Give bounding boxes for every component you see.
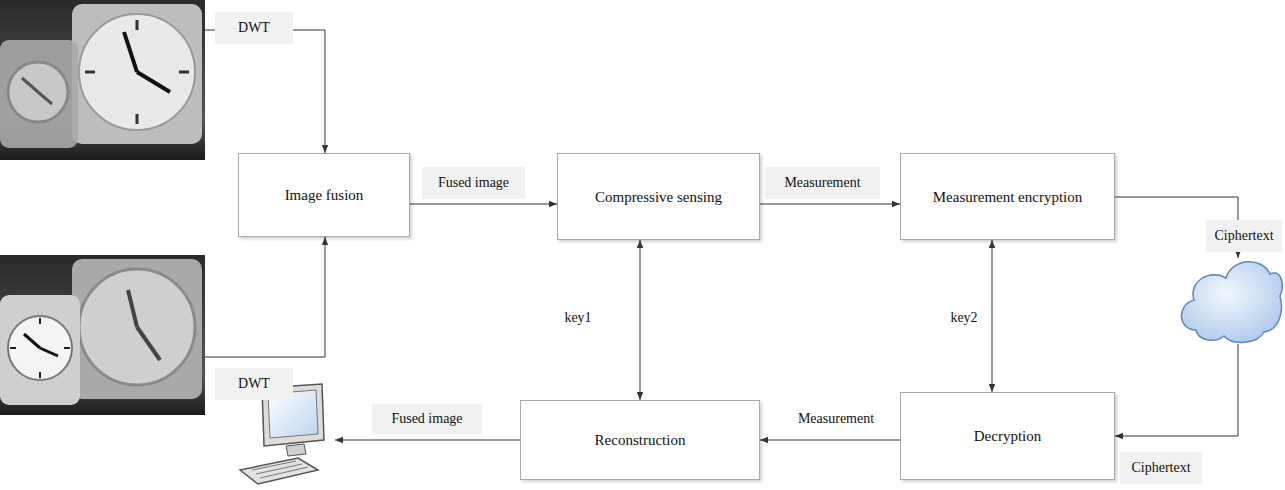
cloud-icon — [1181, 262, 1282, 343]
box-text: Compressive sensing — [595, 188, 722, 206]
download-wire — [1115, 344, 1238, 436]
box-text: Measurement encryption — [933, 188, 1083, 206]
flow-arrow — [760, 440, 900, 441]
output-label: Fused image — [372, 404, 482, 434]
process-box: Image fusion — [238, 153, 410, 237]
flow-arrow — [760, 204, 900, 205]
input-wire — [205, 237, 325, 357]
process-box: Compressive sensing — [557, 153, 760, 240]
edge-label: Measurement — [765, 167, 880, 199]
flow-arrow — [640, 240, 641, 400]
process-box: Decryption — [900, 392, 1115, 480]
flow-arrow — [992, 240, 993, 392]
output-wire — [335, 440, 520, 441]
edge-label: key1 — [556, 306, 600, 330]
ciphertext-label: Ciphertext — [1206, 220, 1282, 252]
source-photo — [0, 0, 205, 160]
ciphertext-label: Ciphertext — [1120, 452, 1202, 484]
flow-arrow — [410, 204, 557, 205]
edge-label: Measurement — [782, 404, 890, 434]
source-photo — [0, 255, 205, 415]
process-box: Measurement encryption — [900, 153, 1115, 240]
edge-label: Fused image — [422, 167, 525, 199]
transform-label: DWT — [215, 368, 293, 400]
transform-label: DWT — [215, 12, 293, 44]
process-box: Reconstruction — [520, 400, 760, 480]
box-text: Reconstruction — [595, 431, 686, 449]
input-wire — [205, 30, 325, 153]
edge-label: key2 — [942, 306, 986, 330]
box-text: Image fusion — [285, 186, 364, 204]
box-text: Decryption — [974, 427, 1041, 445]
